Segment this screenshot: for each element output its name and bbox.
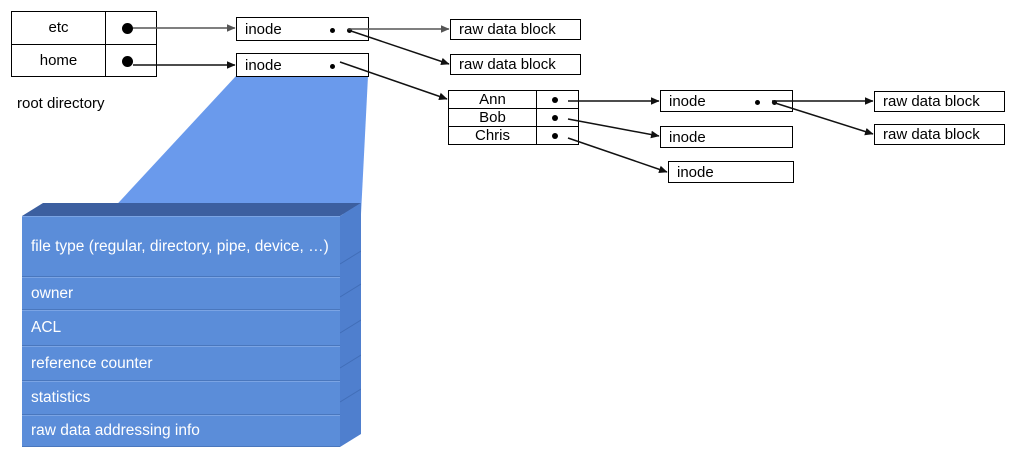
inode-detail-field-row: file type (regular, directory, pipe, dev…: [22, 216, 340, 277]
inode-pointer-dot-icon: [330, 28, 335, 33]
raw-data-block-label: raw data block: [459, 21, 556, 38]
raw-data-block-etc-2[interactable]: raw data block: [450, 54, 581, 75]
inode-box-bob[interactable]: inode: [660, 126, 793, 148]
home-dir-entry-pointer[interactable]: [537, 127, 578, 144]
raw-data-block-label: raw data block: [883, 126, 980, 143]
home-dir-entry-pointer[interactable]: [537, 109, 578, 126]
home-dir-entry-pointer[interactable]: [537, 91, 578, 108]
pointer-dot-icon: [122, 23, 133, 34]
raw-data-block-etc-1[interactable]: raw data block: [450, 19, 581, 40]
inode-box-ann[interactable]: inode: [660, 90, 793, 112]
raw-data-block-label: raw data block: [459, 56, 556, 73]
inode-detail-field-row: ACL: [22, 310, 340, 346]
root-directory-table[interactable]: etc home: [11, 11, 157, 77]
inode-detail-field-row: raw data addressing info: [22, 415, 340, 447]
inode-box-chris[interactable]: inode: [668, 161, 794, 183]
inode-detail-right-face-dividers: [339, 250, 361, 403]
inode-detail-right-face: [340, 203, 361, 447]
root-dir-entry-pointer[interactable]: [106, 45, 156, 77]
inode-detail-field-row: owner: [22, 277, 340, 310]
inode-label: inode: [245, 20, 282, 38]
inode-detail-field-label: reference counter: [31, 354, 153, 372]
pointer-dot-icon: [552, 115, 558, 121]
inode-box-home[interactable]: inode: [236, 53, 369, 77]
raw-data-block-label: raw data block: [883, 93, 980, 110]
root-dir-entry-name: home: [12, 44, 106, 76]
root-dir-entry-name: etc: [12, 12, 106, 44]
inode-detail-field-label: statistics: [31, 389, 91, 407]
raw-data-block-ann-1[interactable]: raw data block: [874, 91, 1005, 112]
table-row[interactable]: etc: [12, 12, 156, 45]
inode-detail-field-label: owner: [31, 284, 74, 302]
table-row[interactable]: home: [12, 44, 156, 77]
inode-expansion-funnel: [108, 76, 368, 214]
inode-detail-box: file type (regular, directory, pipe, dev…: [22, 203, 361, 447]
inode-detail-field-label: file type (regular, directory, pipe, dev…: [31, 237, 329, 255]
arrow-bob-to-inode: [567, 118, 660, 139]
root-directory-caption: root directory: [17, 95, 105, 112]
inode-pointer-dot-icon: [755, 100, 760, 105]
root-dir-entry-pointer[interactable]: [106, 12, 156, 44]
inode-label: inode: [669, 92, 706, 110]
inode-pointer-dot-icon: [330, 64, 335, 69]
inode-detail-top-face: [22, 203, 361, 216]
inode-detail-field-row: statistics: [22, 381, 340, 415]
table-row[interactable]: Ann: [449, 91, 578, 109]
raw-data-block-ann-2[interactable]: raw data block: [874, 124, 1005, 145]
home-dir-entry-name: Chris: [449, 127, 537, 144]
pointer-dot-icon: [122, 55, 133, 67]
inode-pointer-dot-icon: [347, 28, 352, 33]
inode-detail-front-face: file type (regular, directory, pipe, dev…: [22, 216, 340, 447]
inode-label: inode: [245, 56, 282, 74]
inode-detail-field-label: raw data addressing info: [31, 422, 200, 440]
inode-pointer-dot-icon: [772, 100, 777, 105]
arrow-chris-to-inode: [567, 137, 668, 173]
home-dir-entry-name: Bob: [449, 109, 537, 126]
inode-box-etc[interactable]: inode: [236, 17, 369, 41]
inode-detail-field-label: ACL: [31, 319, 62, 337]
inode-detail-field-row: reference counter: [22, 346, 340, 381]
inode-label: inode: [669, 128, 706, 146]
table-row[interactable]: Bob: [449, 109, 578, 127]
pointer-dot-icon: [552, 133, 558, 139]
home-dir-entry-name: Ann: [449, 91, 537, 108]
table-row[interactable]: Chris: [449, 127, 578, 144]
inode-label: inode: [677, 163, 714, 181]
home-directory-table[interactable]: Ann Bob Chris: [448, 90, 579, 145]
pointer-dot-icon: [552, 97, 558, 103]
